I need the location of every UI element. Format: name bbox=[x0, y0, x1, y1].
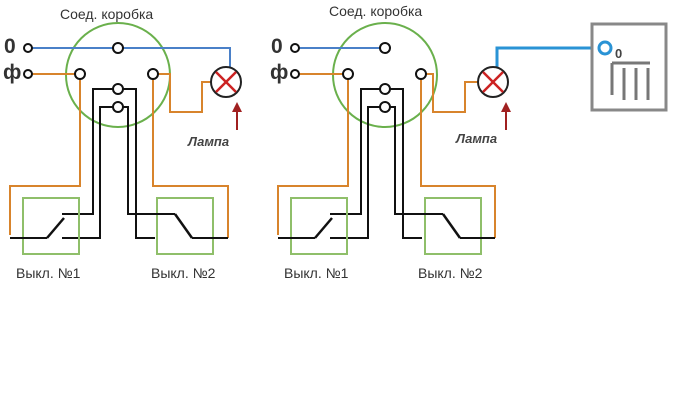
right-box-terminal-left bbox=[342, 68, 354, 80]
left-box-terminal-low bbox=[112, 101, 124, 113]
left-box-terminal-top bbox=[112, 42, 124, 54]
left-junction-box-label: Соед. коробка bbox=[60, 6, 153, 22]
left-neutral-terminal-label: 0 bbox=[4, 35, 16, 58]
right-traveler-wire-1 bbox=[330, 88, 385, 215]
left-phase-wire bbox=[9, 73, 81, 235]
right-box-terminal-low bbox=[379, 101, 391, 113]
left-box-terminal-mid bbox=[112, 83, 124, 95]
left-switch2-common-wire bbox=[152, 78, 229, 238]
left-lamp-arrow bbox=[232, 102, 242, 130]
right-phase-terminal-label: ф bbox=[270, 61, 288, 84]
right-diagram: Соед. коробка 0 ф bbox=[270, 3, 668, 281]
left-lamp-label: Лампа bbox=[187, 134, 229, 149]
left-lamp-return-wire bbox=[153, 73, 212, 113]
right-switch2-common-wire bbox=[420, 78, 496, 238]
right-lamp-label: Лампа bbox=[455, 131, 497, 146]
left-switch-1 bbox=[10, 197, 80, 255]
left-switch-2 bbox=[155, 197, 228, 255]
right-lamp-arrow bbox=[501, 102, 511, 130]
right-phase-input-terminal bbox=[290, 69, 300, 79]
left-phase-terminal-label: ф bbox=[3, 61, 21, 84]
left-diagram: Соед. коробка 0 ф bbox=[3, 6, 242, 281]
right-switch-2 bbox=[422, 197, 495, 255]
right-switch-1-label: Выкл. №1 bbox=[284, 265, 349, 281]
left-phase-input-terminal bbox=[23, 69, 33, 79]
right-phase-wire bbox=[277, 73, 349, 235]
left-neutral-input-terminal bbox=[23, 43, 33, 53]
right-lamp-return-wire bbox=[421, 73, 479, 113]
right-box-terminal-right bbox=[415, 68, 427, 80]
right-box-terminal-mid bbox=[379, 83, 391, 95]
left-neutral-wire bbox=[32, 47, 231, 68]
left-switch-1-label: Выкл. №1 bbox=[16, 265, 81, 281]
right-neutral-terminal-label: 0 bbox=[271, 35, 283, 58]
right-lamp-icon bbox=[477, 66, 509, 98]
right-switch-1 bbox=[278, 197, 348, 255]
right-radiator-wire bbox=[495, 46, 598, 68]
left-box-terminal-left bbox=[74, 68, 86, 80]
right-junction-box-label: Соед. коробка bbox=[329, 3, 422, 19]
right-traveler-wire-3 bbox=[385, 88, 422, 239]
left-traveler-wire-1 bbox=[62, 88, 118, 215]
left-lamp-icon bbox=[210, 66, 242, 98]
radiator-terminal-label: 0 bbox=[615, 46, 622, 61]
left-switch-2-label: Выкл. №2 bbox=[151, 265, 216, 281]
left-traveler-wire-3 bbox=[118, 88, 155, 239]
radiator-icon bbox=[590, 22, 668, 112]
left-traveler-wire-2 bbox=[62, 106, 118, 239]
left-box-terminal-right bbox=[147, 68, 159, 80]
right-traveler-wire-2 bbox=[330, 106, 385, 239]
right-neutral-input-terminal bbox=[290, 43, 300, 53]
right-switch-2-label: Выкл. №2 bbox=[418, 265, 483, 281]
right-box-terminal-top bbox=[379, 42, 391, 54]
